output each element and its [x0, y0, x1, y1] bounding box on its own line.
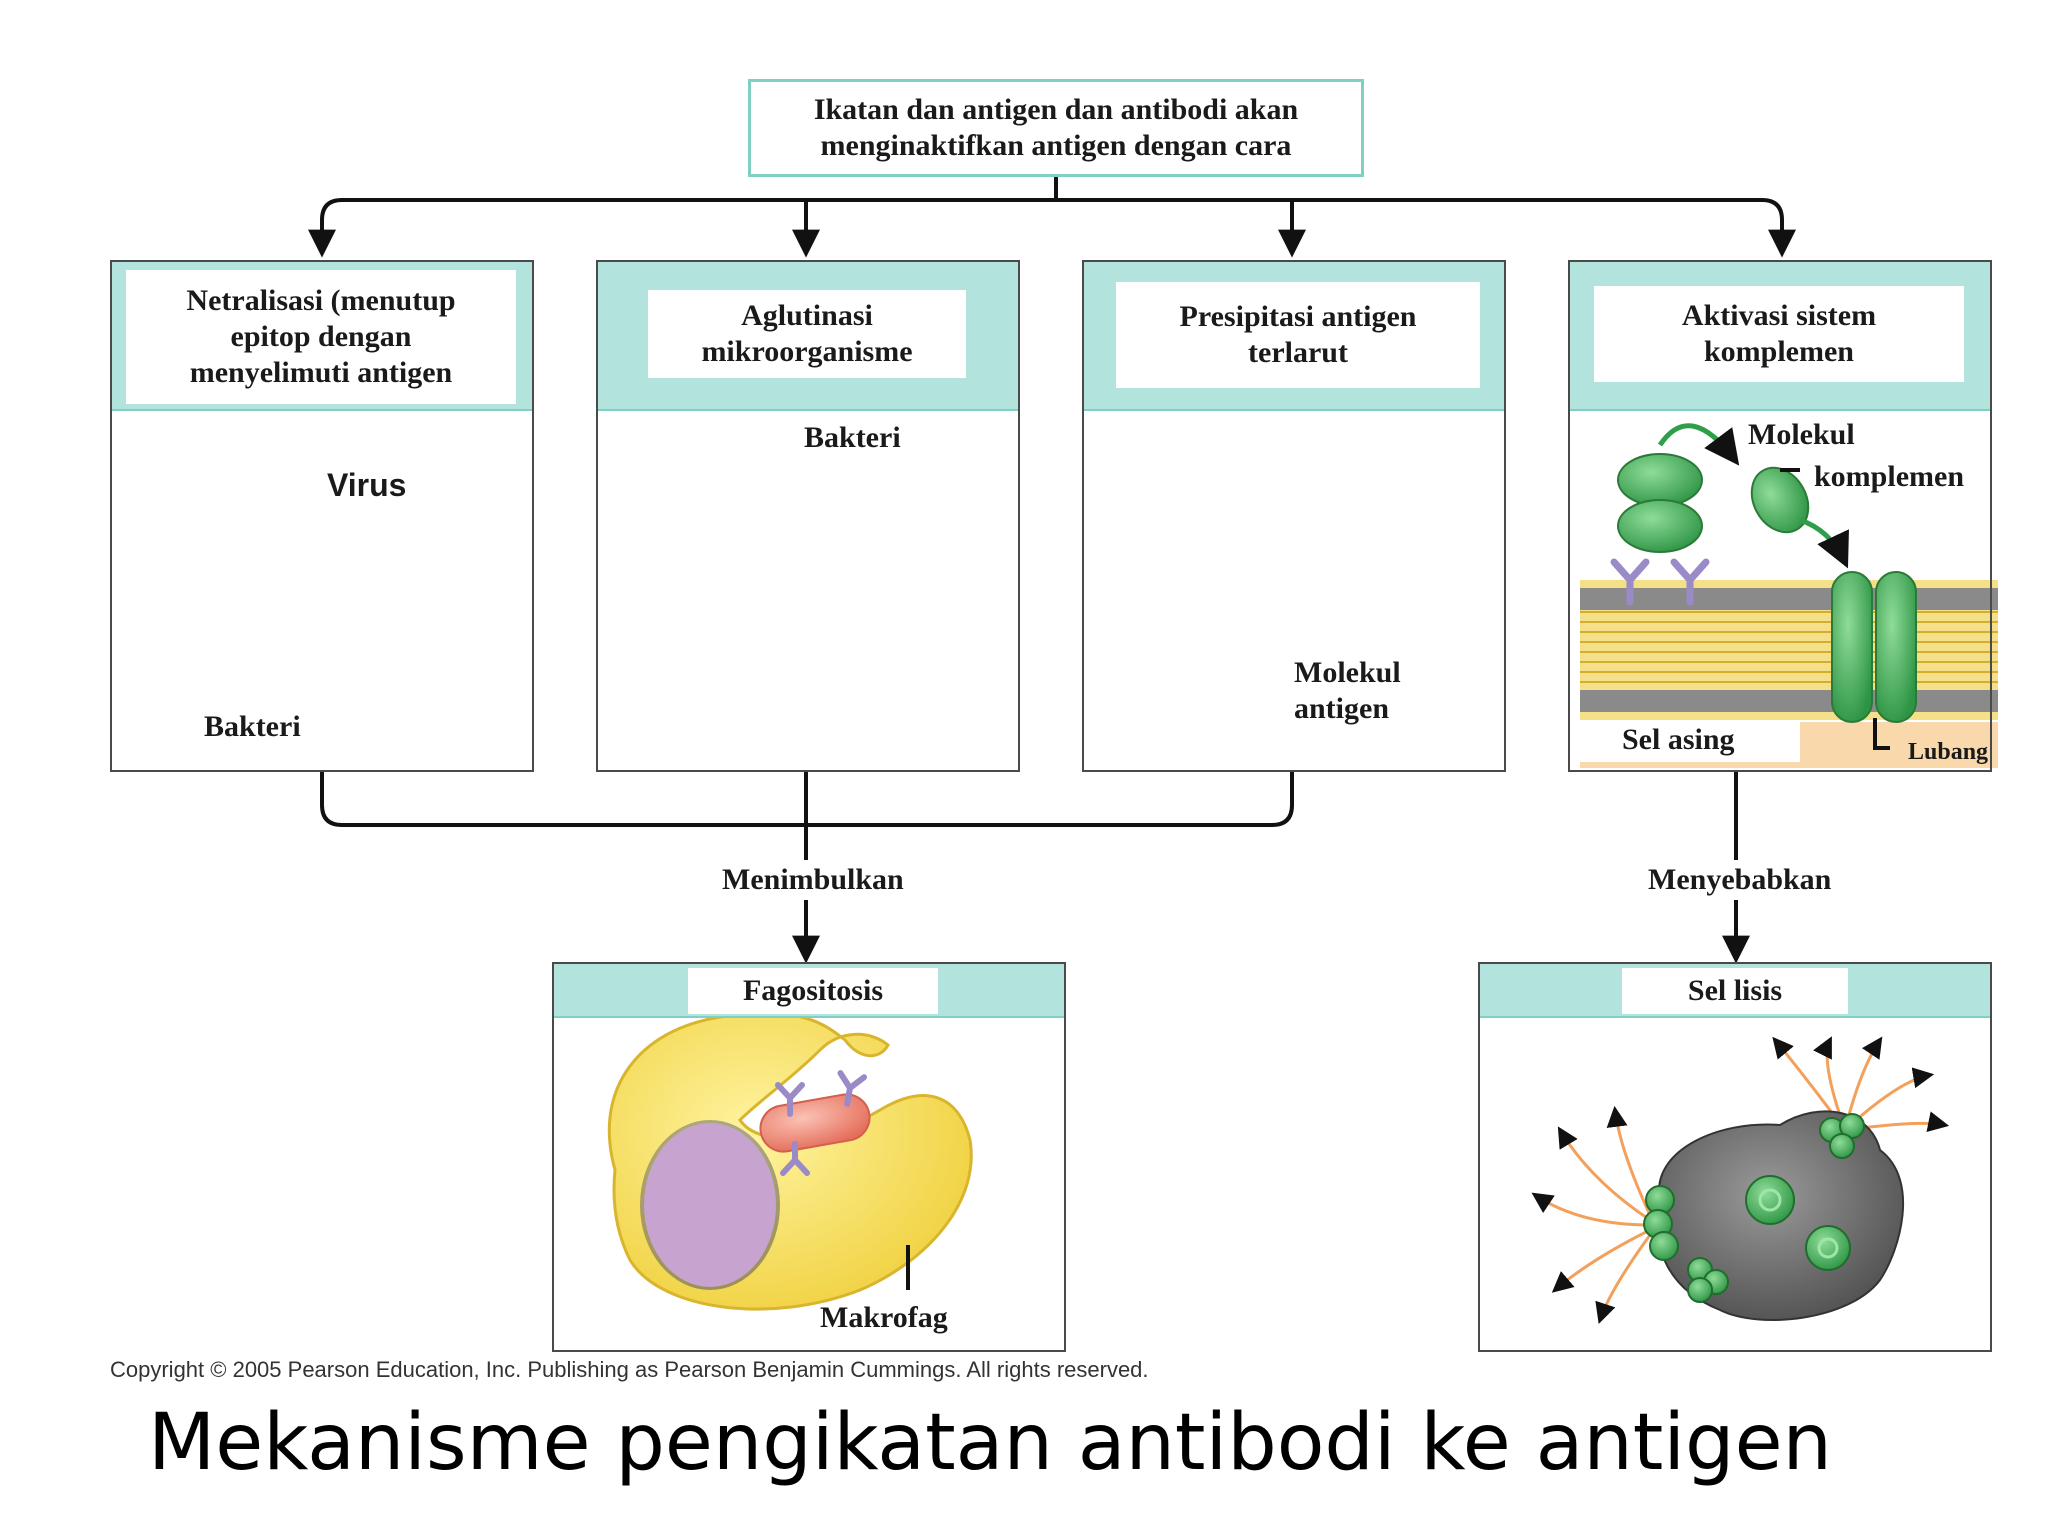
label-pore: Lubang: [1908, 739, 1989, 765]
page-title: Mekanisme pengikatan antibodi ke antigen: [147, 1398, 1832, 1488]
phagocytosis-illustration: [607, 1012, 973, 1311]
connector-label-right: Menyebabkan: [1648, 863, 1832, 896]
label-antigen-molecule: Molekul antigen: [1294, 656, 1401, 725]
label-virus: Virus: [327, 467, 407, 503]
result-cell-lysis: Sel lisis: [1478, 962, 1992, 1352]
top-connector-lines: [308, 175, 1796, 258]
connector-label-left: Menimbulkan: [722, 863, 904, 896]
copyright-text: Copyright © 2005 Pearson Education, Inc.…: [110, 1357, 1149, 1382]
panel-title: Presipitasi antigen terlarut: [1116, 282, 1480, 388]
label-complement-molecule: Molekul: [1748, 418, 1855, 451]
panel-title: Aglutinasi mikroorganisme: [648, 290, 966, 378]
panel-title: Sel lisis: [1622, 968, 1848, 1014]
result-phagocytosis: Fagositosis Makrofag: [552, 962, 1066, 1352]
label-complement: komplemen: [1814, 460, 1964, 493]
label-macrophage: Makrofag: [820, 1301, 948, 1334]
root-box: Ikatan dan antigen dan antibodi akan men…: [748, 79, 1364, 177]
panel-precipitation: Presipitasi antigen terlarut Molekul ant…: [1082, 260, 1506, 772]
panel-title: Aktivasi sistem komplemen: [1594, 286, 1964, 382]
lysis-illustration: [1531, 1036, 1950, 1324]
label-foreign-cell: Sel asing: [1578, 722, 1800, 762]
bottom-connector-lines: [320, 770, 1750, 964]
label-bacteria: Bakteri: [204, 710, 301, 743]
panel-agglutination: Aglutinasi mikroorganisme Bakteri: [596, 260, 1020, 772]
panel-title: Fagositosis: [688, 968, 938, 1014]
panel-neutralization: Netralisasi (menutup epitop dengan menye…: [110, 260, 534, 772]
panel-title: Netralisasi (menutup epitop dengan menye…: [126, 270, 516, 404]
label-bacteria: Bakteri: [804, 421, 901, 454]
panel-complement: Aktivasi sistem komplemen Molekul komple…: [1568, 260, 1992, 772]
